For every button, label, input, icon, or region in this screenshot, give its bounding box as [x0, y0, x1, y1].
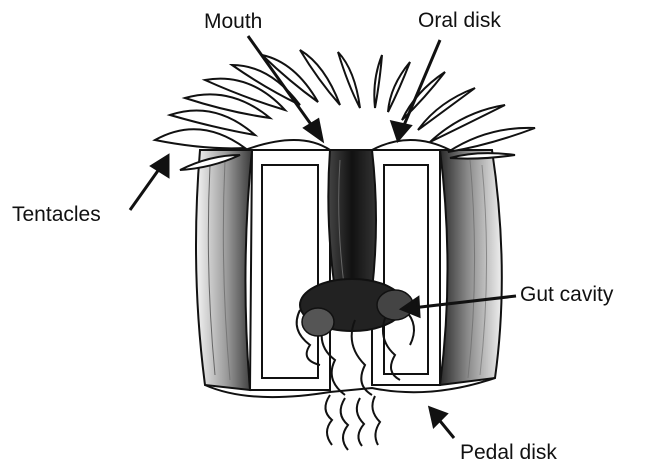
label-oral-disk: Oral disk [418, 10, 501, 31]
mouth-arrowhead [305, 120, 322, 140]
tentacles-arrowhead [152, 156, 168, 176]
label-mouth: Mouth [204, 11, 262, 32]
label-gut-cavity: Gut cavity [520, 284, 613, 305]
oral-disk-arrowhead [392, 122, 410, 140]
body-column-right [440, 150, 502, 385]
label-tentacles: Tentacles [12, 204, 101, 225]
label-pedal-disk: Pedal disk [460, 442, 557, 463]
tentacles-arrow-line [130, 165, 162, 210]
inner-wall-left [250, 150, 330, 390]
inner-wall-right [372, 150, 440, 385]
acontia-threads [325, 395, 380, 450]
oral-disk [245, 140, 450, 150]
body-column-left [196, 150, 252, 390]
pharynx [328, 150, 376, 290]
